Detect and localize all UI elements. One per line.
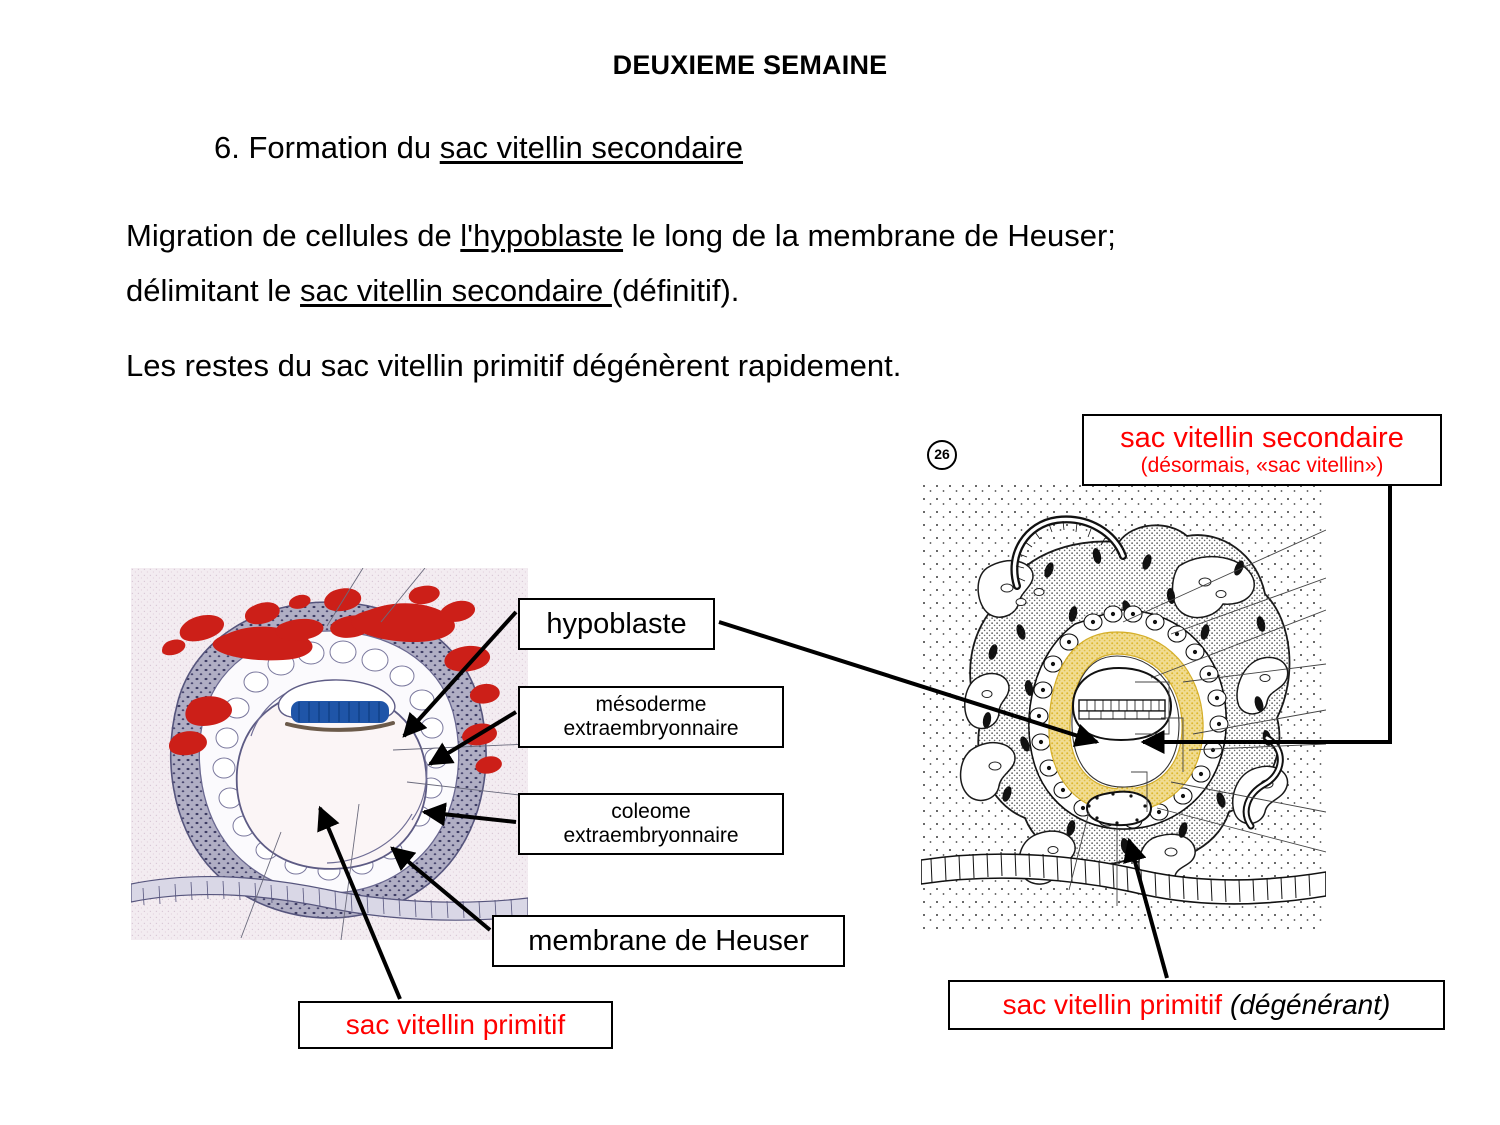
page-title: DEUXIEME SEMAINE (612, 50, 888, 80)
implantation-schematic-figure (921, 482, 1326, 932)
label-text-mesoderme-line1: mésoderme (595, 693, 707, 717)
section-heading-prefix: 6. Formation du (214, 130, 440, 165)
label-box-hypoblaste[interactable]: hypoblaste (518, 598, 715, 650)
label-text-degenerant: (dégénérant) (1230, 989, 1391, 1021)
implantation-drawing (921, 482, 1326, 932)
histology-figure (131, 568, 528, 940)
label-box-sac-vitellin-secondaire[interactable]: sac vitellin secondaire (désormais, «sac… (1082, 414, 1442, 486)
label-text-membrane-de-heuser: membrane de Heuser (528, 924, 809, 957)
label-box-coleome-extraembryonnaire[interactable]: coleome extraembryonnaire (518, 793, 784, 855)
paragraph-2: délimitant le sac vitellin secondaire (d… (126, 273, 739, 309)
label-text-sac-vitellin-secondaire-sub: (désormais, «sac vitellin») (1140, 454, 1384, 478)
section-heading-term: sac vitellin secondaire (439, 130, 743, 165)
label-box-sac-vitellin-primitif[interactable]: sac vitellin primitif (298, 1001, 613, 1049)
label-text-sac-vitellin-primitif: sac vitellin primitif (345, 1009, 566, 1041)
figure-number-badge: 26 (927, 440, 957, 470)
label-text-hypoblaste: hypoblaste (546, 607, 687, 640)
label-box-mesoderme-extraembryonnaire[interactable]: mésoderme extraembryonnaire (518, 686, 784, 748)
paragraph-2-b: (définitif). (611, 273, 740, 308)
label-text-sac-vitellin-primitif-right: sac vitellin primitif (1002, 989, 1223, 1021)
label-text-coleome-line1: coleome (611, 800, 691, 824)
label-box-sac-vitellin-primitif-degenerant[interactable]: sac vitellin primitif (dégénérant) (948, 980, 1445, 1030)
paragraph-1-a: Migration de cellules de (126, 218, 461, 253)
label-text-sac-vitellin-secondaire: sac vitellin secondaire (1120, 422, 1404, 454)
paragraph-1-b: le long de la membrane de Heuser; (623, 218, 1116, 253)
label-box-membrane-de-heuser[interactable]: membrane de Heuser (492, 915, 845, 967)
paragraph-1: Migration de cellules de l'hypoblaste le… (126, 218, 1116, 254)
label-text-coleome-line2: extraembryonnaire (563, 824, 739, 847)
label-text-mesoderme-line2: extraembryonnaire (563, 717, 739, 740)
paragraph-2-term: sac vitellin secondaire (300, 273, 612, 308)
histology-drawing (131, 568, 528, 940)
paragraph-3: Les restes du sac vitellin primitif dégé… (126, 348, 902, 383)
paragraph-1-term: l'hypoblaste (460, 218, 624, 253)
section-heading: 6. Formation du sac vitellin secondaire (214, 130, 743, 166)
paragraph-2-a: délimitant le (126, 273, 301, 308)
